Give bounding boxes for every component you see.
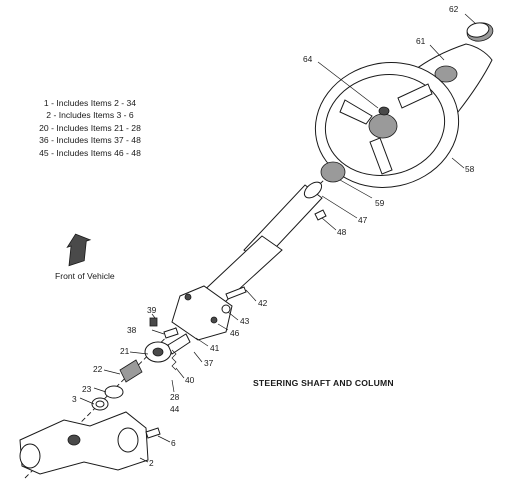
legend-line: 1 - Includes Items 2 - 34	[43, 98, 137, 108]
bracket-hole-1	[184, 293, 192, 301]
front-arrow-icon	[66, 233, 92, 267]
callout-47: 47	[358, 215, 368, 225]
wheel-nut	[378, 106, 390, 116]
mount-bolt	[225, 286, 247, 300]
screw-6	[145, 427, 161, 439]
gear-housing	[19, 411, 149, 475]
legend-line: 20 - Includes Items 21 - 28	[39, 122, 141, 133]
callout-44: 44	[170, 404, 180, 414]
callout-6: 6	[171, 438, 176, 448]
wheel-adapter	[320, 161, 346, 183]
callout-43: 43	[240, 316, 250, 326]
upper-screw	[314, 209, 327, 221]
callout-62: 62	[449, 4, 459, 14]
cover-hole	[434, 65, 458, 83]
shaft-end	[303, 181, 323, 199]
callout-61: 61	[416, 36, 426, 46]
pinion-center	[152, 347, 164, 357]
washer-43	[221, 304, 231, 314]
horn-cap-face	[466, 22, 490, 38]
callout-48: 48	[337, 227, 347, 237]
callout-22: 22	[93, 364, 103, 374]
front-of-vehicle-label: Front of Vehicle	[55, 271, 115, 281]
callout-42: 42	[258, 298, 268, 308]
wheel-spoke-right	[397, 83, 433, 109]
legend-line: 2 - Includes Items 3 - 6	[46, 110, 134, 121]
callout-37: 37	[204, 358, 214, 368]
housing-port-center	[67, 434, 81, 446]
callout-3: 3	[72, 394, 77, 404]
callout-39: 39	[147, 305, 157, 315]
legend-line: 36 - Includes Items 37 - 48	[39, 135, 141, 146]
housing-port-right	[117, 427, 139, 453]
clip-38	[163, 327, 179, 339]
leader-lines	[79, 13, 477, 463]
wheel-spoke-bottom	[369, 137, 393, 175]
callout-64: 64	[303, 54, 313, 64]
wheel-spoke-left	[339, 99, 373, 125]
callout-58: 58	[465, 164, 475, 174]
callout-2: 2	[149, 458, 154, 468]
wheel-hub	[368, 113, 398, 139]
callout-21: 21	[120, 346, 130, 356]
bolt-39	[149, 317, 158, 327]
spring-40	[171, 349, 177, 371]
housing-port-left	[19, 443, 41, 469]
callout-46: 46	[230, 328, 240, 338]
callout-28: 28	[170, 392, 180, 402]
callout-59: 59	[375, 198, 385, 208]
washer-3-inner	[95, 400, 105, 408]
callout-23: 23	[82, 384, 92, 394]
callout-41: 41	[210, 343, 220, 353]
callout-40: 40	[185, 375, 195, 385]
washer-23	[104, 385, 124, 399]
callout-38: 38	[127, 325, 137, 335]
legend-line: 45 - Includes Items 46 - 48	[39, 147, 141, 158]
bracket-hole-2	[210, 316, 218, 324]
pinion-shaft	[167, 333, 191, 355]
seal-22	[119, 359, 143, 383]
parts-legend: 1 - Includes Items 2 - 34 2 - Includes I…	[20, 97, 160, 159]
diagram-title: STEERING SHAFT AND COLUMN	[253, 378, 394, 388]
